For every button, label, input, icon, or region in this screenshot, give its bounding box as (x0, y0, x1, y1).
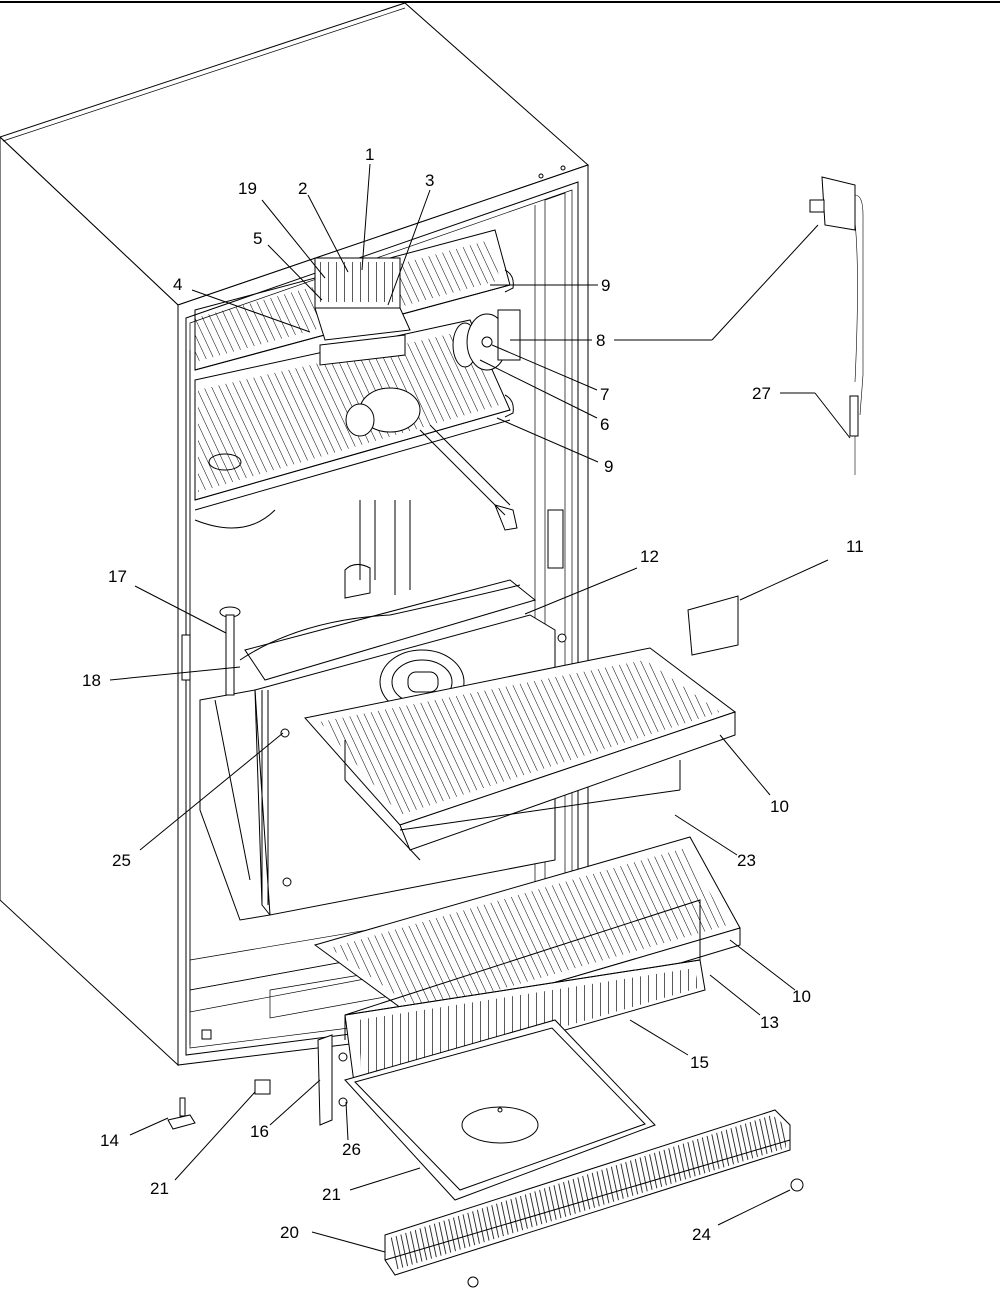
callout-19: 19 (238, 179, 257, 198)
drip-tray (344, 1019, 656, 1201)
callout-2: 2 (298, 179, 307, 198)
wire-shelf-upper (304, 647, 737, 861)
door-hinge-bracket (317, 1034, 333, 1126)
callout-21-tray: 21 (322, 1185, 341, 1204)
spacer-post (219, 606, 241, 696)
callout-17: 17 (108, 567, 127, 586)
callout-10-upper: 10 (770, 797, 789, 816)
callout-13: 13 (760, 1013, 779, 1032)
leader-lines (109, 163, 851, 1253)
callout-21-bracket: 21 (150, 1179, 169, 1198)
filler-block (687, 595, 739, 656)
callout-9-mid: 9 (604, 457, 613, 476)
callout-8: 8 (596, 331, 605, 350)
callout-16: 16 (250, 1122, 269, 1141)
callout-1: 1 (365, 145, 374, 164)
callout-27: 27 (752, 384, 771, 403)
callout-4: 4 (173, 275, 182, 294)
callout-26: 26 (342, 1140, 361, 1159)
thermostat-control (809, 176, 864, 475)
callout-11: 11 (846, 537, 864, 556)
leveling-leg (167, 1097, 196, 1130)
callout-7: 7 (600, 385, 609, 404)
callout-14: 14 (100, 1131, 119, 1150)
evaporator-assembly (181, 257, 564, 681)
callout-3: 3 (425, 171, 434, 190)
grille-screw (467, 1276, 479, 1288)
callout-5: 5 (253, 229, 262, 248)
toe-grille (384, 1109, 791, 1276)
callout-labels: 1 2 3 4 5 6 7 8 9 9 10 10 11 12 13 14 15… (82, 145, 864, 1244)
callout-18: 18 (82, 671, 101, 690)
callout-9-top: 9 (601, 276, 610, 295)
screw (790, 1178, 804, 1192)
callout-15: 15 (690, 1053, 709, 1072)
callout-10-lower: 10 (792, 987, 811, 1006)
callout-12: 12 (640, 547, 659, 566)
callout-24: 24 (692, 1225, 711, 1244)
mounting-bracket (254, 1079, 271, 1095)
callout-23: 23 (737, 851, 756, 870)
callout-25: 25 (112, 851, 131, 870)
callout-20: 20 (280, 1223, 299, 1242)
callout-6: 6 (600, 415, 609, 434)
